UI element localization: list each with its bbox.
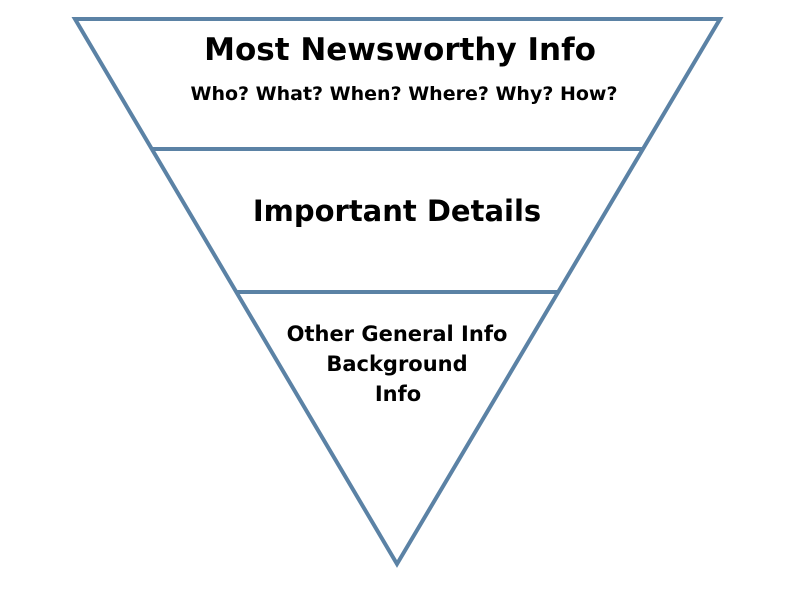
tier-most-newsworthy-title: Most Newsworthy Info — [204, 32, 596, 68]
tier-background-line-3: Info — [374, 382, 422, 406]
tier-most-newsworthy-subtitle: Who? What? When? Where? Why? How? — [190, 83, 618, 105]
tier-background-line-1: Other General Info — [286, 322, 508, 346]
tier-background-line-2: Background — [326, 352, 468, 376]
tier-important-details-title: Important Details — [252, 194, 542, 228]
